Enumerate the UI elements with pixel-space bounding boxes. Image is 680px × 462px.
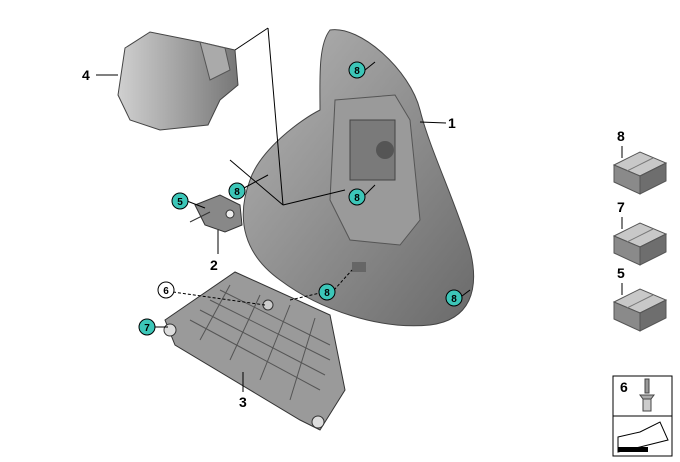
part-3-grid-bracket [163, 271, 346, 431]
svg-text:8: 8 [451, 294, 457, 305]
legend-box-7: 7 [612, 199, 668, 266]
callout-5: 5 [171, 192, 189, 210]
part-label-4: 4 [82, 67, 90, 83]
svg-text:8: 8 [354, 193, 360, 204]
callout-7: 7 [138, 318, 156, 336]
part-2-bracket [189, 194, 243, 233]
svg-text:6: 6 [620, 379, 628, 395]
part-label-2: 2 [210, 257, 218, 273]
legend-box-5: 5 [612, 265, 668, 332]
part-4-cover [117, 31, 239, 131]
callout-8-b: 8 [228, 182, 246, 200]
legend-rivet-6: 6 [612, 375, 673, 457]
svg-text:7: 7 [617, 199, 625, 215]
svg-text:6: 6 [163, 286, 169, 297]
part-1-trim-panel [242, 29, 475, 327]
svg-text:8: 8 [617, 128, 625, 144]
svg-text:8: 8 [234, 187, 240, 198]
svg-text:5: 5 [617, 265, 625, 281]
leader-lines [96, 27, 471, 392]
callout-8-d: 8 [318, 283, 336, 301]
part-label-1: 1 [448, 115, 456, 131]
callout-8-a: 8 [348, 61, 366, 79]
callout-8-e: 8 [445, 289, 463, 307]
svg-text:7: 7 [144, 323, 150, 334]
legend-box-8: 8 [612, 128, 668, 195]
svg-text:8: 8 [324, 288, 330, 299]
part-label-3: 3 [239, 394, 247, 410]
svg-text:8: 8 [354, 66, 360, 77]
svg-text:5: 5 [177, 197, 183, 208]
callout-8-c: 8 [348, 188, 366, 206]
callout-6: 6 [157, 281, 175, 299]
